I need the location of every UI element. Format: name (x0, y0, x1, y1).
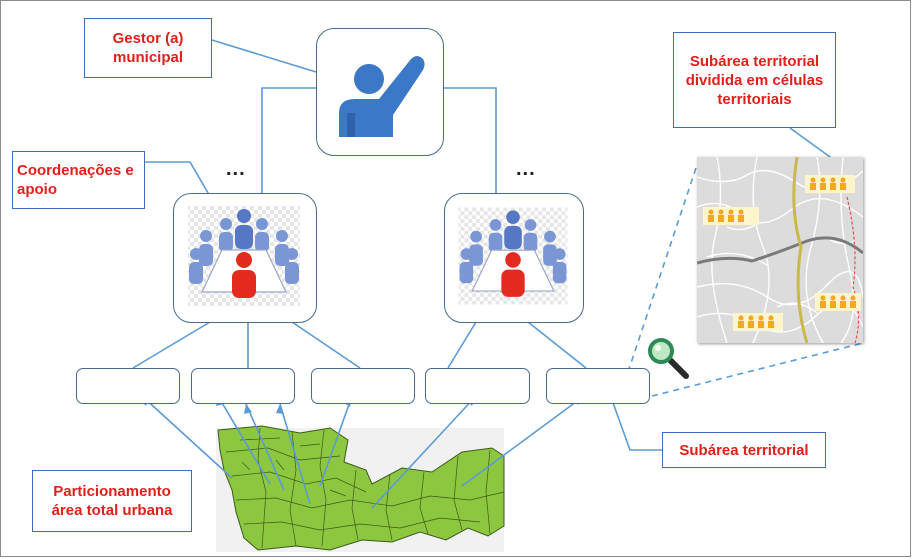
subarea-box-3 (311, 368, 415, 404)
territorial-cells-map (697, 157, 863, 343)
coordenacoes-label: Coordenações e apoio (12, 151, 145, 209)
subarea-box-5 (546, 368, 650, 404)
people-group-icon (708, 177, 856, 328)
gestor-label: Gestor (a) municipal (84, 18, 212, 78)
subarea-celulas-label: Subárea territorial dividida em células … (673, 32, 836, 128)
subarea-label: Subárea territorial (662, 432, 826, 468)
subarea-box-4 (425, 368, 530, 404)
coordination-group-right (444, 193, 584, 323)
meeting-table-icon (188, 206, 300, 306)
connector-gestor (211, 39, 317, 73)
gestor-node (316, 28, 444, 156)
subarea-box-2 (191, 368, 295, 404)
ellipsis-left: ... (226, 158, 246, 180)
particionamento-label: Particionamento área total urbana (32, 470, 192, 532)
subarea-box-1 (76, 368, 180, 404)
coordination-group-left (173, 193, 317, 323)
magnifier-icon (648, 338, 689, 379)
manager-raising-hand-icon (339, 56, 425, 137)
urban-partition-map (216, 425, 505, 552)
ellipsis-right: ... (516, 158, 536, 180)
meeting-table-icon (458, 207, 568, 305)
